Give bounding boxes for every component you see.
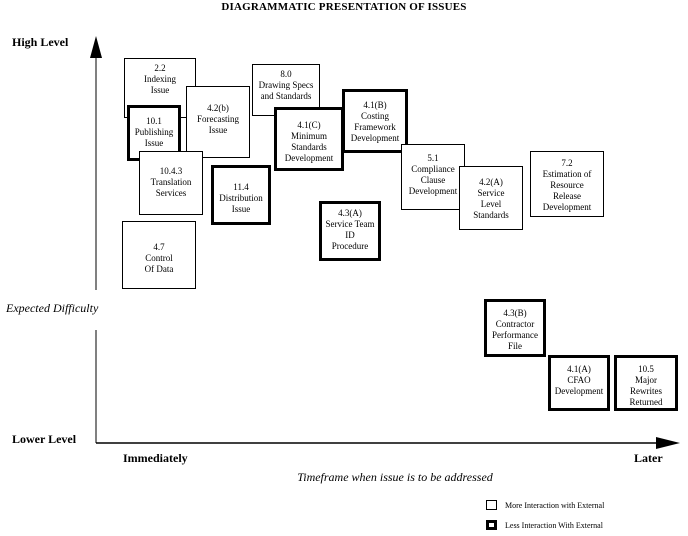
y-label-middle: Expected Difficulty: [6, 301, 99, 315]
issue-7-2-line: Resource: [550, 180, 584, 190]
issue-5-1-line: Development: [408, 186, 458, 196]
issue-2-2-line: Indexing: [144, 74, 176, 84]
issue-7-2-line: Development: [542, 202, 592, 212]
legend-more-interaction: More Interaction with External: [486, 500, 604, 510]
issue-10-1-line: Publishing: [134, 127, 174, 137]
issue-10-4-3-line: Services: [155, 188, 187, 198]
issue-box-4-3-a: 4.3(A) Service Team ID Procedure: [319, 201, 381, 261]
x-label-immediately: Immediately: [123, 451, 188, 465]
issue-4-2-b-line: Forecasting: [197, 114, 239, 124]
issue-4-3-b-code: 4.3(B): [503, 308, 527, 318]
issue-4-7-line: Control: [145, 253, 173, 263]
x-label-later: Later: [634, 451, 663, 465]
issue-4-1-a-line: Development: [554, 386, 604, 396]
issue-7-2-code: 7.2: [561, 158, 573, 168]
issue-box-4-1-a: 4.1(A) CFAO Development: [548, 355, 610, 411]
issue-4-3-a-line: Procedure: [331, 241, 369, 251]
issue-10-4-3-line: Translation: [150, 177, 192, 187]
issue-box-4-7: 4.7 Control Of Data: [122, 221, 196, 289]
issue-2-2-code: 2.2: [154, 63, 166, 73]
issue-10-5-line: Rewrites: [630, 386, 662, 396]
issue-box-10-4-3: 10.4.3 Translation Services: [139, 151, 203, 215]
issue-4-2-b-code: 4.2(b): [207, 103, 229, 113]
issue-11-4-line: Issue: [231, 204, 251, 214]
issue-4-2-a-line: Standards: [473, 210, 509, 220]
y-label-high: High Level: [12, 35, 69, 49]
issue-8-0-code: 8.0: [280, 69, 292, 79]
issue-box-4-1-c: 4.1(C) Minimum Standards Development: [274, 107, 344, 171]
issue-4-1-b-line: Costing: [360, 111, 389, 121]
issue-10-4-3-code: 10.4.3: [159, 166, 183, 176]
issue-4-1-c-line: Development: [284, 153, 334, 163]
issue-10-5-line: Major: [635, 375, 657, 385]
issue-4-1-b-code: 4.1(B): [363, 100, 387, 110]
legend-less-label: Less Interaction With External: [505, 520, 603, 530]
issue-4-2-a-code: 4.2(A): [479, 177, 503, 187]
issue-8-0-line: and Standards: [260, 91, 312, 101]
issue-4-2-a-line: Service: [477, 188, 505, 198]
issue-4-3-b-line: Contractor: [495, 319, 535, 329]
issue-box-5-1: 5.1 Compliance Clause Development: [401, 144, 465, 210]
issue-10-1-code: 10.1: [146, 116, 162, 126]
issue-4-3-a-line: ID: [345, 230, 355, 240]
y-label-low: Lower Level: [12, 432, 77, 446]
issue-4-1-a-line: CFAO: [567, 375, 591, 385]
issue-2-2-line: Issue: [150, 85, 170, 95]
issue-10-5-code: 10.5: [638, 364, 654, 374]
issue-box-11-4: 11.4 Distribution Issue: [211, 165, 271, 225]
issue-4-7-line: Of Data: [144, 264, 174, 274]
legend-less-interaction: Less Interaction With External: [486, 520, 603, 530]
issue-4-3-a-code: 4.3(A): [338, 208, 362, 218]
x-axis-arrowhead: [656, 437, 680, 449]
issue-4-3-a-line: Service Team: [325, 219, 375, 229]
issue-11-4-line: Distribution: [219, 193, 263, 203]
issue-8-0-line: Drawing Specs: [258, 80, 314, 90]
issue-box-10-5: 10.5 Major Rewrites Returned: [614, 355, 678, 411]
issue-4-7-code: 4.7: [153, 242, 165, 252]
issue-4-1-b-line: Framework: [354, 122, 396, 132]
legend-thick-box-icon: [486, 520, 497, 530]
issue-4-1-c-line: Minimum: [290, 131, 327, 141]
issue-5-1-line: Compliance: [411, 164, 455, 174]
issue-10-1-line: Issue: [144, 138, 164, 148]
issue-5-1-code: 5.1: [427, 153, 439, 163]
issue-box-4-2-b: 4.2(b) Forecasting Issue: [186, 86, 250, 158]
issue-box-4-2-a: 4.2(A) Service Level Standards: [459, 166, 523, 230]
issue-4-2-a-line: Level: [480, 199, 502, 209]
issue-4-1-a-code: 4.1(A): [567, 364, 591, 374]
y-axis-arrowhead: [90, 36, 102, 58]
legend-thin-box-icon: [486, 500, 497, 510]
issue-7-2-line: Release: [553, 191, 581, 201]
issue-5-1-line: Clause: [420, 175, 446, 185]
issue-box-7-2: 7.2 Estimation of Resource Release Devel…: [530, 151, 604, 217]
issue-4-3-b-line: Performance: [492, 330, 538, 340]
legend-more-label: More Interaction with External: [505, 500, 605, 510]
issue-7-2-line: Estimation of: [542, 169, 592, 179]
issue-4-1-b-line: Development: [350, 133, 400, 143]
diagram-title: DIAGRAMMATIC PRESENTATION OF ISSUES: [221, 1, 467, 13]
issue-11-4-code: 11.4: [233, 182, 249, 192]
issue-4-1-c-code: 4.1(C): [297, 120, 321, 130]
issue-4-3-b-line: File: [507, 341, 522, 351]
issue-box-4-1-b: 4.1(B) Costing Framework Development: [342, 89, 408, 153]
issue-10-5-line: Returned: [629, 397, 663, 407]
x-axis-title: Timeframe when issue is to be addressed: [297, 470, 493, 484]
issue-box-4-3-b: 4.3(B) Contractor Performance File: [484, 299, 546, 357]
issue-4-1-c-line: Standards: [291, 142, 327, 152]
issue-4-2-b-line: Issue: [208, 125, 228, 135]
